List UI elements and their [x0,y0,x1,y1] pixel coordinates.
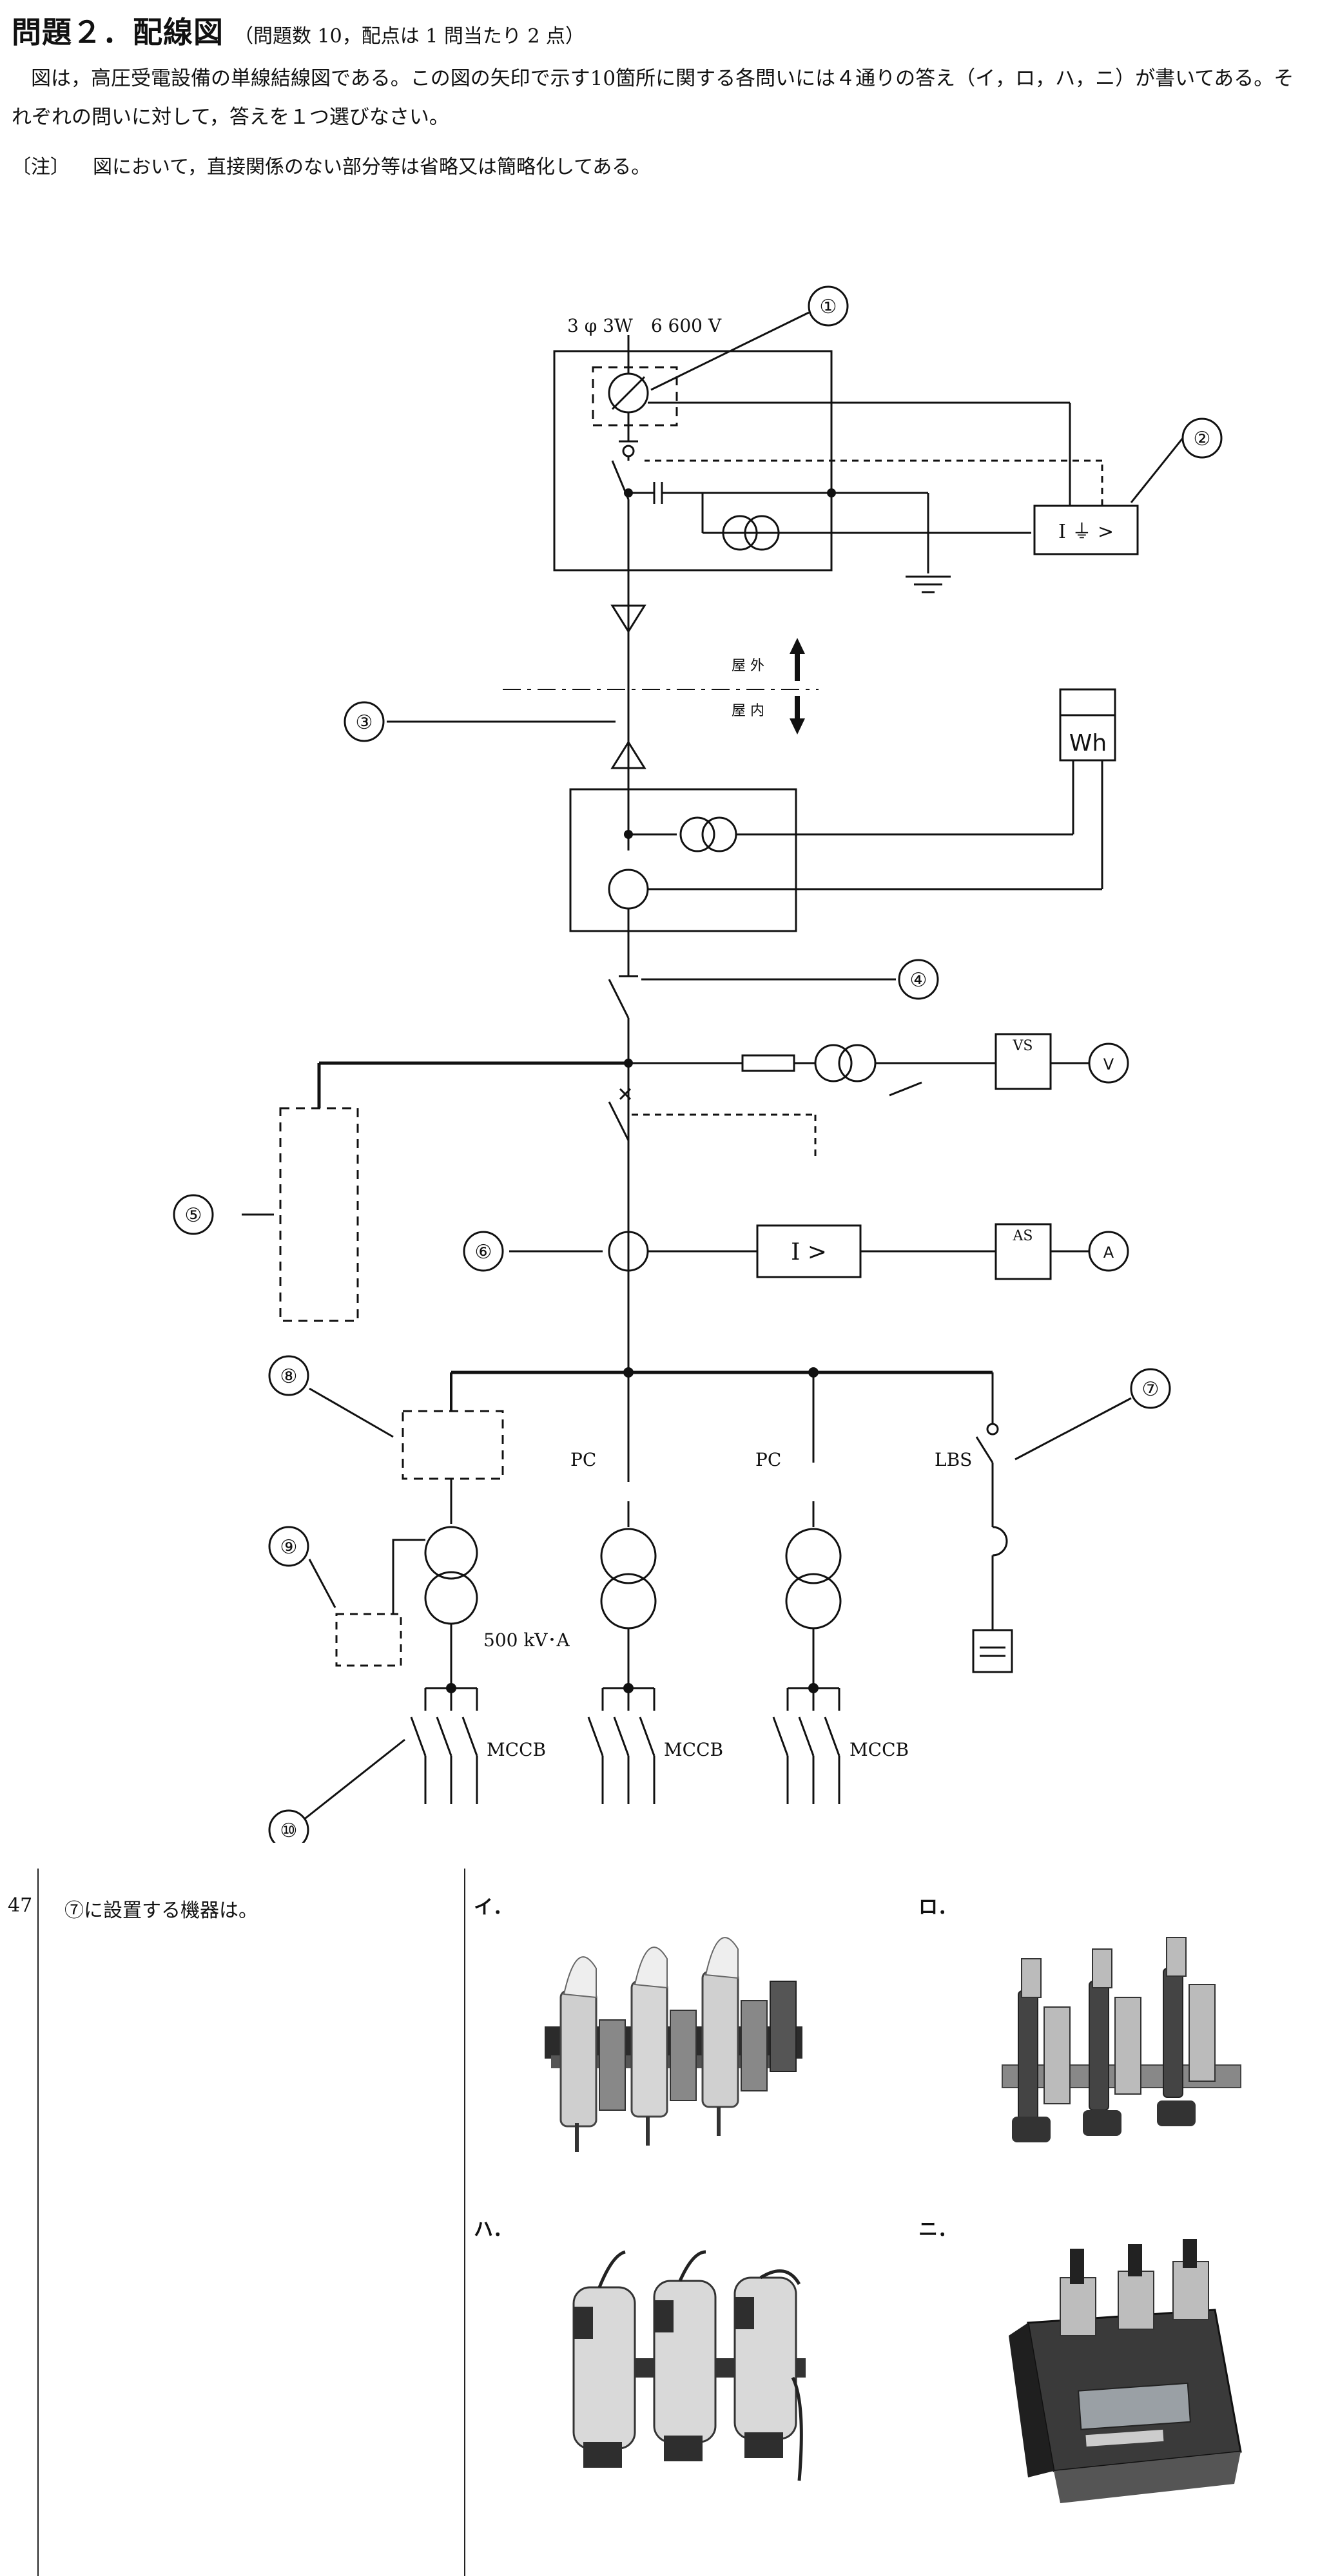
marker-7: ⑦ [1142,1378,1160,1401]
marker-5: ⑤ [185,1204,202,1227]
marker-4: ④ [910,969,927,992]
cable-head-lower [610,740,646,769]
option-ro-label[interactable]: ロ． [918,1896,957,1919]
oc-relay-label: I > [791,1239,827,1265]
cable-head-upper [610,604,646,633]
marker-3: ③ [356,711,373,734]
note: 〔注〕 図において，直接関係のない部分等は省略又は簡略化してある。 [12,151,1307,179]
zct-slash [611,376,646,410]
page-header: 問題２．配線図 （問題数 10，配点は 1 問当たり 2 点） 図は，高圧受電設… [12,9,1307,179]
arrow-2 [1130,437,1184,503]
arrow-8 [309,1387,394,1438]
arrow-1 [650,311,810,391]
outdoor-arrow-up [790,638,805,654]
metering-ct [608,869,649,910]
transformer-capacity-label: 500 kV･A [483,1629,570,1651]
marker-5-target-box [279,1107,359,1322]
mccb-label-2: MCCB [664,1739,723,1760]
transformer-secondary [424,1571,478,1625]
as-label: AS [1013,1228,1033,1244]
disconnector-symbol [608,979,630,1019]
mccb-2-pole-1 [587,1716,604,1756]
lbs-symbol [975,1436,994,1463]
pointer-arrows [242,311,1184,1821]
lbs-label: LBS [935,1449,972,1470]
gr-relay-box [1033,505,1139,555]
note-mark: 〔注〕 [12,156,70,178]
arrow-10 [302,1738,405,1821]
transformer-1phase-b-primary [785,1528,842,1584]
vs-contact [889,1081,922,1097]
marker-6: ⑥ [475,1241,492,1264]
option-ni-label[interactable]: ニ． [918,2218,957,2241]
divider-number [37,1869,39,2576]
voltmeter-switch [995,1033,1052,1090]
outdoor-label: 屋 外 [732,658,764,674]
watt-hour-meter [1059,688,1116,762]
series-reactor [992,1526,1008,1557]
a-label: A [1103,1244,1114,1262]
pc-label-2: PC [755,1449,781,1470]
page-title: 問題２．配線図 [12,15,224,50]
marker-9-target-box [335,1613,402,1667]
note-text: 図において，直接関係のない部分等は省略又は簡略化してある。 [93,156,651,178]
transformer-primary [424,1526,478,1580]
arrow-9 [308,1559,336,1608]
option-i-label[interactable]: イ． [474,1896,512,1919]
instruction-text: 図は，高圧受電設備の単線結線図である。この図の矢印で示す10箇所に関する各問いに… [12,67,1294,129]
vt-symbol-b [744,515,780,551]
wh-label: Wh [1069,730,1107,756]
mccb-3-pole-1 [772,1716,789,1756]
marker-2: ② [1194,428,1211,450]
question-table: 47 ⑦に設置する機器は。 イ． ロ． ハ． ニ． [0,1869,1320,2576]
vs-label: VS [1013,1038,1033,1054]
vt-b [838,1044,877,1082]
vt-a [814,1044,853,1082]
vt-symbol-a [722,515,758,551]
marker-8-target-box [402,1410,504,1480]
marker-9: ⑨ [280,1536,298,1559]
supply-label: 3 φ 3W 6 600 V [567,315,722,336]
capacitor-box [972,1629,1013,1673]
v-label: V [1103,1055,1114,1073]
vcb-photo[interactable] [1002,2239,1254,2510]
mccb-1-pole-1 [410,1716,427,1756]
mccb-label-3: MCCB [849,1739,909,1760]
mccb-label-1: MCCB [487,1739,546,1760]
arrow-7 [1014,1397,1132,1461]
metering-cabinet [569,788,797,932]
marker-10: ⑩ [280,1820,298,1842]
question-text: ⑦に設置する機器は。 [64,1899,258,1922]
indoor-arrow-down [790,718,805,735]
question-number: 47 [8,1894,33,1917]
disconnector-photo[interactable] [993,1930,1250,2155]
voltmeter [1088,1043,1129,1084]
power-fuse-photo[interactable] [561,2249,819,2519]
metering-vt-a [679,816,715,852]
ammeter [1088,1231,1129,1272]
lbs-with-fuse-photo[interactable] [538,1930,815,2162]
metering-vt-b [701,816,737,852]
option-ha-label[interactable]: ハ． [474,2218,512,2241]
transformer-1phase-a-primary [600,1528,657,1584]
title-row: 問題２．配線図 （問題数 10，配点は 1 問当たり 2 点） [12,9,1307,52]
divider-question [464,1869,465,2576]
indoor-label: 屋 内 [732,703,764,719]
pc-label-1: PC [570,1449,596,1470]
marker-8: ⑧ [280,1365,298,1388]
title-note: （問題数 10，配点は 1 問当たり 2 点） [234,25,585,48]
single-line-diagram: ① ② ③ ④ ⑤ ⑥ ⑦ ⑧ ⑨ ⑩ 3 φ 3W 6 600 V 屋 外 屋… [173,285,1223,1843]
marker-1-target-box [592,366,678,427]
circled-markers [173,285,1223,1843]
vt-fuse [741,1054,795,1072]
vcb-symbol [608,1101,630,1141]
marker-1: ① [820,296,837,318]
gr-relay-label: I ⏚ > [1058,521,1114,543]
